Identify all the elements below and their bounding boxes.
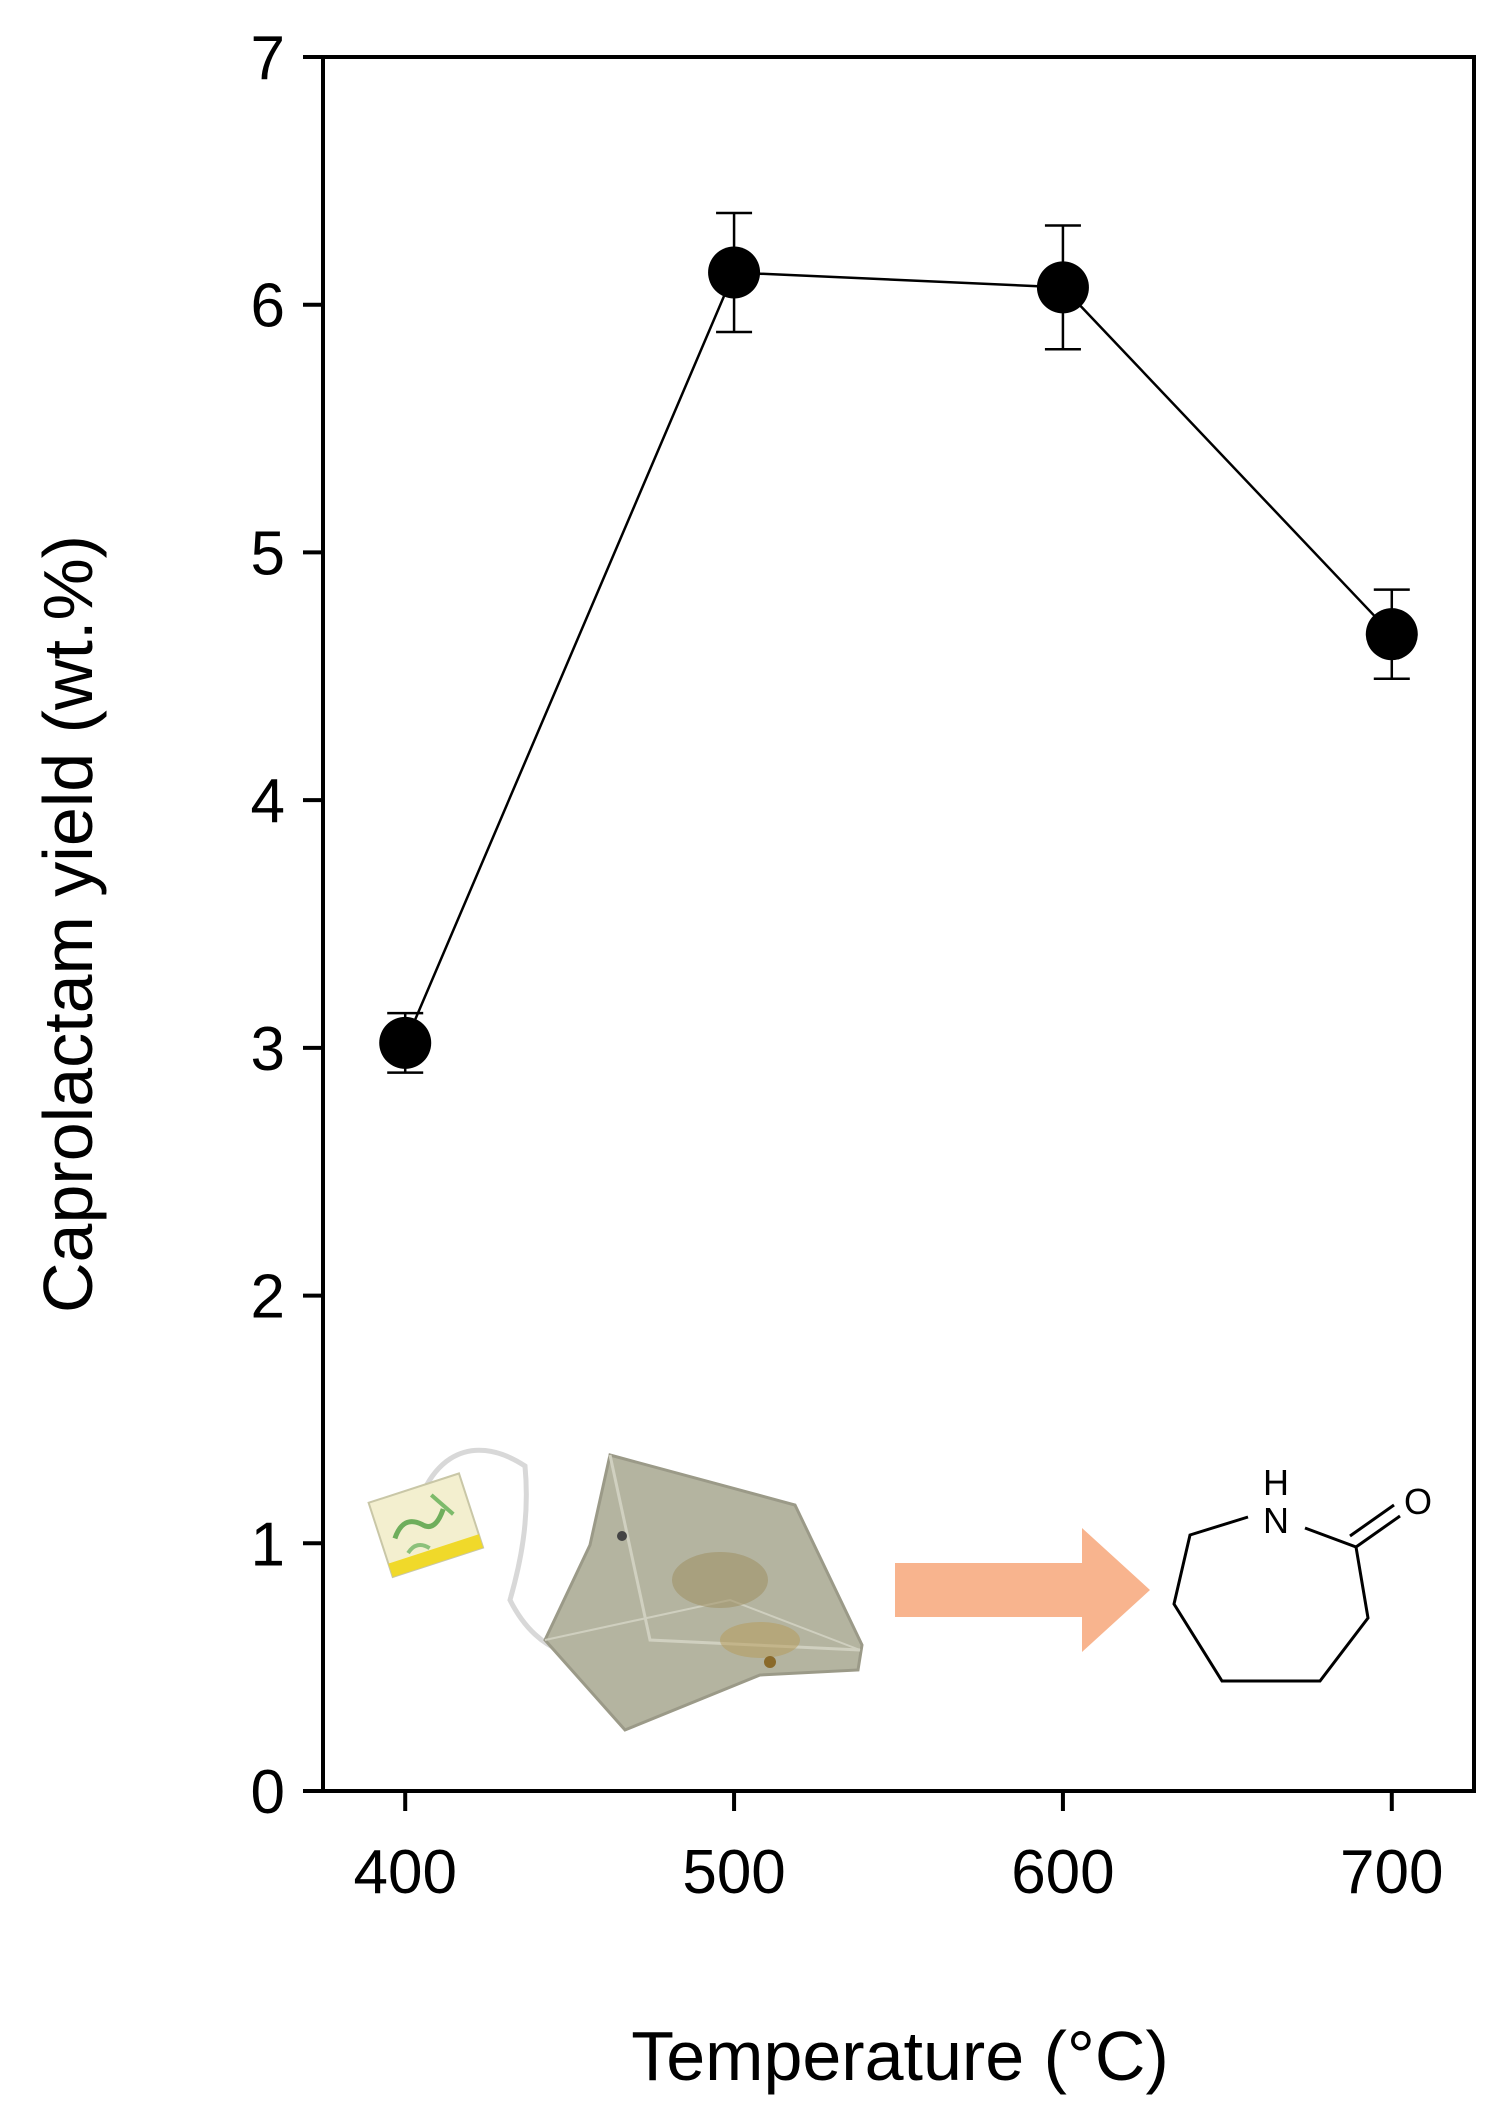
y-axis: 0 1 2 3 4 5 6 7 xyxy=(251,24,323,1827)
caprolactam-structure-icon: N H O xyxy=(1172,1462,1432,1683)
y-tick-label: 3 xyxy=(251,1015,285,1084)
plot-frame xyxy=(321,55,1476,1793)
y-tick-label: 5 xyxy=(251,519,285,588)
orange-arrow-icon xyxy=(895,1528,1150,1652)
structure-o-label: O xyxy=(1404,1481,1432,1522)
y-axis-title: Caprolactam yield (wt.%) xyxy=(29,535,107,1313)
inset-illustration: N H O xyxy=(367,1447,1432,1732)
structure-n-label: N xyxy=(1263,1500,1289,1541)
x-tick-label: 500 xyxy=(682,1838,785,1907)
data-point xyxy=(708,246,761,299)
y-tick-label: 7 xyxy=(251,24,285,93)
y-tick-label: 6 xyxy=(251,272,285,341)
data-point xyxy=(379,1016,432,1069)
used-tea-bag-image xyxy=(367,1447,864,1732)
y-tick-label: 1 xyxy=(251,1510,285,1579)
data-series xyxy=(379,211,1418,1074)
x-axis-title: Temperature (°C) xyxy=(631,2017,1169,2095)
x-axis: 400 500 600 700 xyxy=(353,1791,1444,1907)
x-tick-label: 600 xyxy=(1011,1838,1114,1907)
x-tick-label: 700 xyxy=(1340,1838,1443,1907)
y-tick-label: 2 xyxy=(251,1263,285,1332)
data-point xyxy=(1036,261,1089,314)
y-tick-label: 4 xyxy=(251,767,285,836)
structure-h-label: H xyxy=(1263,1462,1289,1503)
data-point xyxy=(1365,608,1418,661)
y-tick-label: 0 xyxy=(251,1758,285,1827)
series-line xyxy=(404,271,1393,1044)
x-tick-label: 400 xyxy=(353,1838,456,1907)
